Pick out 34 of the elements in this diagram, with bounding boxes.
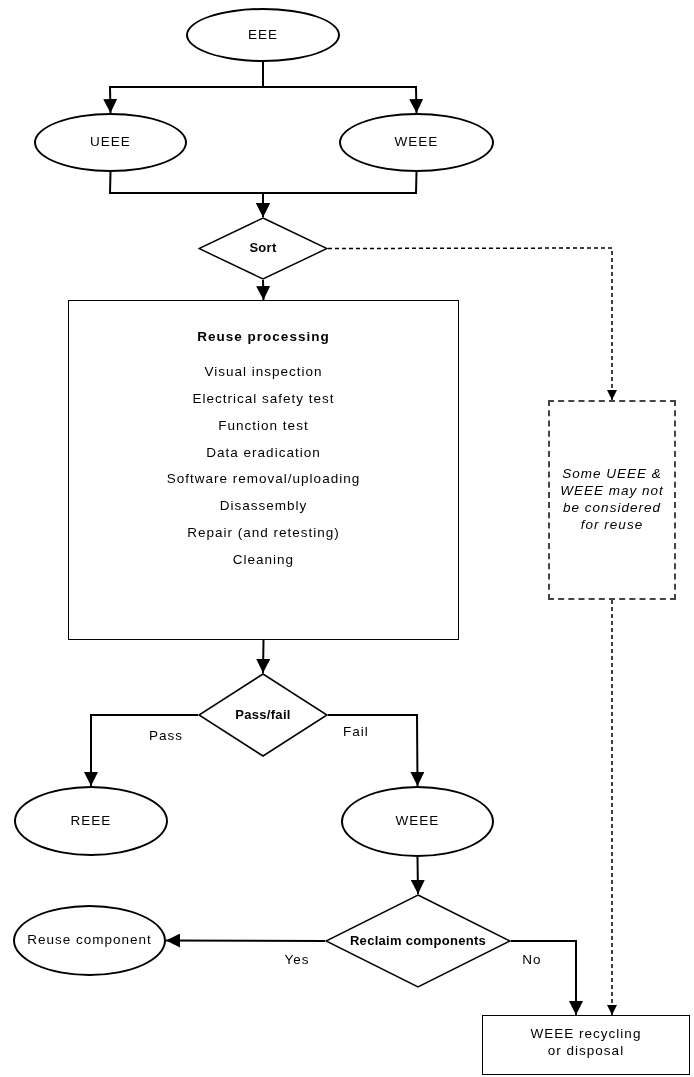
- arrow: [256, 279, 271, 301]
- arrow: [327, 714, 425, 787]
- node-text: Pass/fail: [234, 706, 292, 724]
- box-heading: Reuse processing: [197, 329, 330, 346]
- node-text: EEE: [248, 26, 278, 44]
- node-text: WEEE: [394, 134, 439, 151]
- note-box: [548, 400, 676, 600]
- step-text: Visual inspection: [204, 363, 323, 381]
- step-text: Repair (and retesting): [187, 525, 340, 542]
- process-box: [68, 300, 459, 640]
- arrow: [256, 639, 271, 674]
- arrow: [410, 856, 425, 895]
- node-text: WEEE: [395, 813, 440, 830]
- arrow: [510, 940, 583, 1016]
- dashed-arrow: [327, 247, 618, 401]
- arrow: [165, 933, 326, 948]
- step-text: Disassembly: [219, 498, 308, 516]
- step-text: Electrical safety test: [192, 390, 335, 408]
- node-text: Reclaim components: [348, 932, 488, 950]
- dashed-arrow: [606, 599, 618, 1016]
- step-text: Data eradication: [206, 444, 321, 462]
- node-text: Sort: [248, 240, 278, 257]
- node-text: UEEE: [90, 134, 131, 151]
- step-text: Cleaning: [232, 552, 295, 569]
- step-text: Function test: [218, 417, 309, 435]
- node-text: Some UEEE & WEEE may not be considered for reuse: [559, 466, 665, 534]
- step-text: Software removal/uploading: [166, 471, 361, 489]
- node-text: REEE: [70, 812, 112, 830]
- node-text: WEEE recycling or disposal: [529, 1026, 643, 1060]
- process-box: [482, 1015, 690, 1075]
- node-text: Reuse component: [27, 932, 152, 949]
- arrow: [262, 61, 424, 114]
- arrow: [256, 171, 418, 218]
- arrow: [84, 714, 199, 787]
